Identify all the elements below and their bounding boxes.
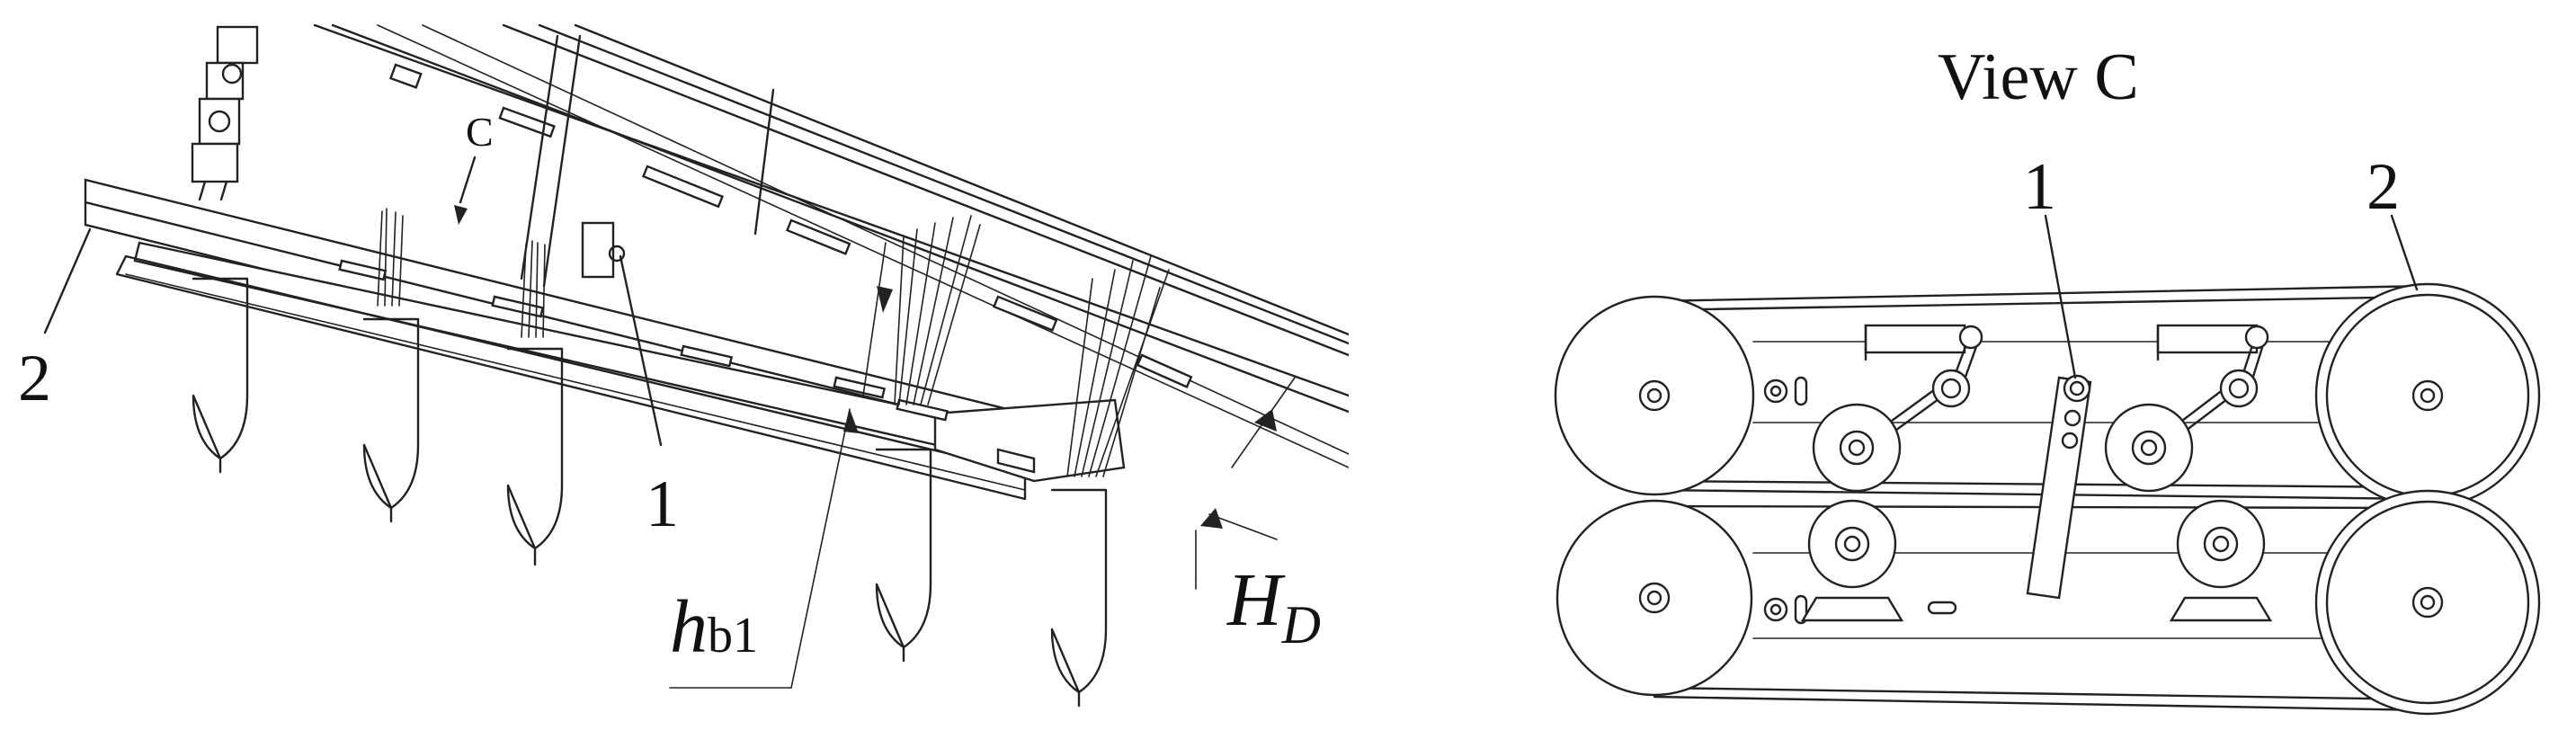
part-1-label-left: 1	[646, 468, 679, 541]
universal-joint-shaft	[191, 25, 259, 201]
left-view: C 1 2 hb1 HD	[18, 23, 1349, 708]
plant-stalks	[377, 208, 1170, 477]
view-arrow-label: C	[466, 109, 494, 155]
lower-idler-wheels	[1800, 499, 2273, 622]
view-title: View C	[1938, 40, 2139, 114]
right-view: View C 1 2	[1554, 40, 2541, 716]
dimension-hb1-label: hb1	[670, 585, 758, 669]
lower-belt-assembly	[84, 178, 1126, 501]
part-2-label-left: 2	[18, 342, 51, 415]
upper-left-pulley	[1554, 295, 1755, 496]
leader-part-1-left	[619, 254, 663, 447]
lower-right-pulley	[2314, 489, 2541, 716]
upper-tension-arms	[1850, 324, 2269, 459]
dimension-hd-label: HD	[1226, 558, 1321, 654]
leader-part-1-right	[2044, 214, 2077, 379]
upper-right-pulley	[2314, 282, 2541, 509]
part-2-label-right: 2	[2367, 150, 2400, 224]
leader-part-2-left	[43, 227, 92, 334]
frame-bolts	[1763, 376, 1957, 625]
frame-struts	[520, 34, 775, 288]
view-c-arrow	[454, 156, 477, 225]
dimension-hb1	[669, 242, 893, 689]
lower-left-pulley	[1555, 499, 1753, 697]
part-1-label-right: 1	[2023, 150, 2056, 224]
upper-idler-wheels	[1812, 403, 2194, 493]
leader-part-2-right	[2390, 214, 2419, 291]
root-crops	[192, 277, 1108, 708]
dimension-hd	[1195, 377, 1296, 590]
sensor-plate	[2026, 374, 2092, 600]
upper-frame	[313, 23, 1349, 468]
